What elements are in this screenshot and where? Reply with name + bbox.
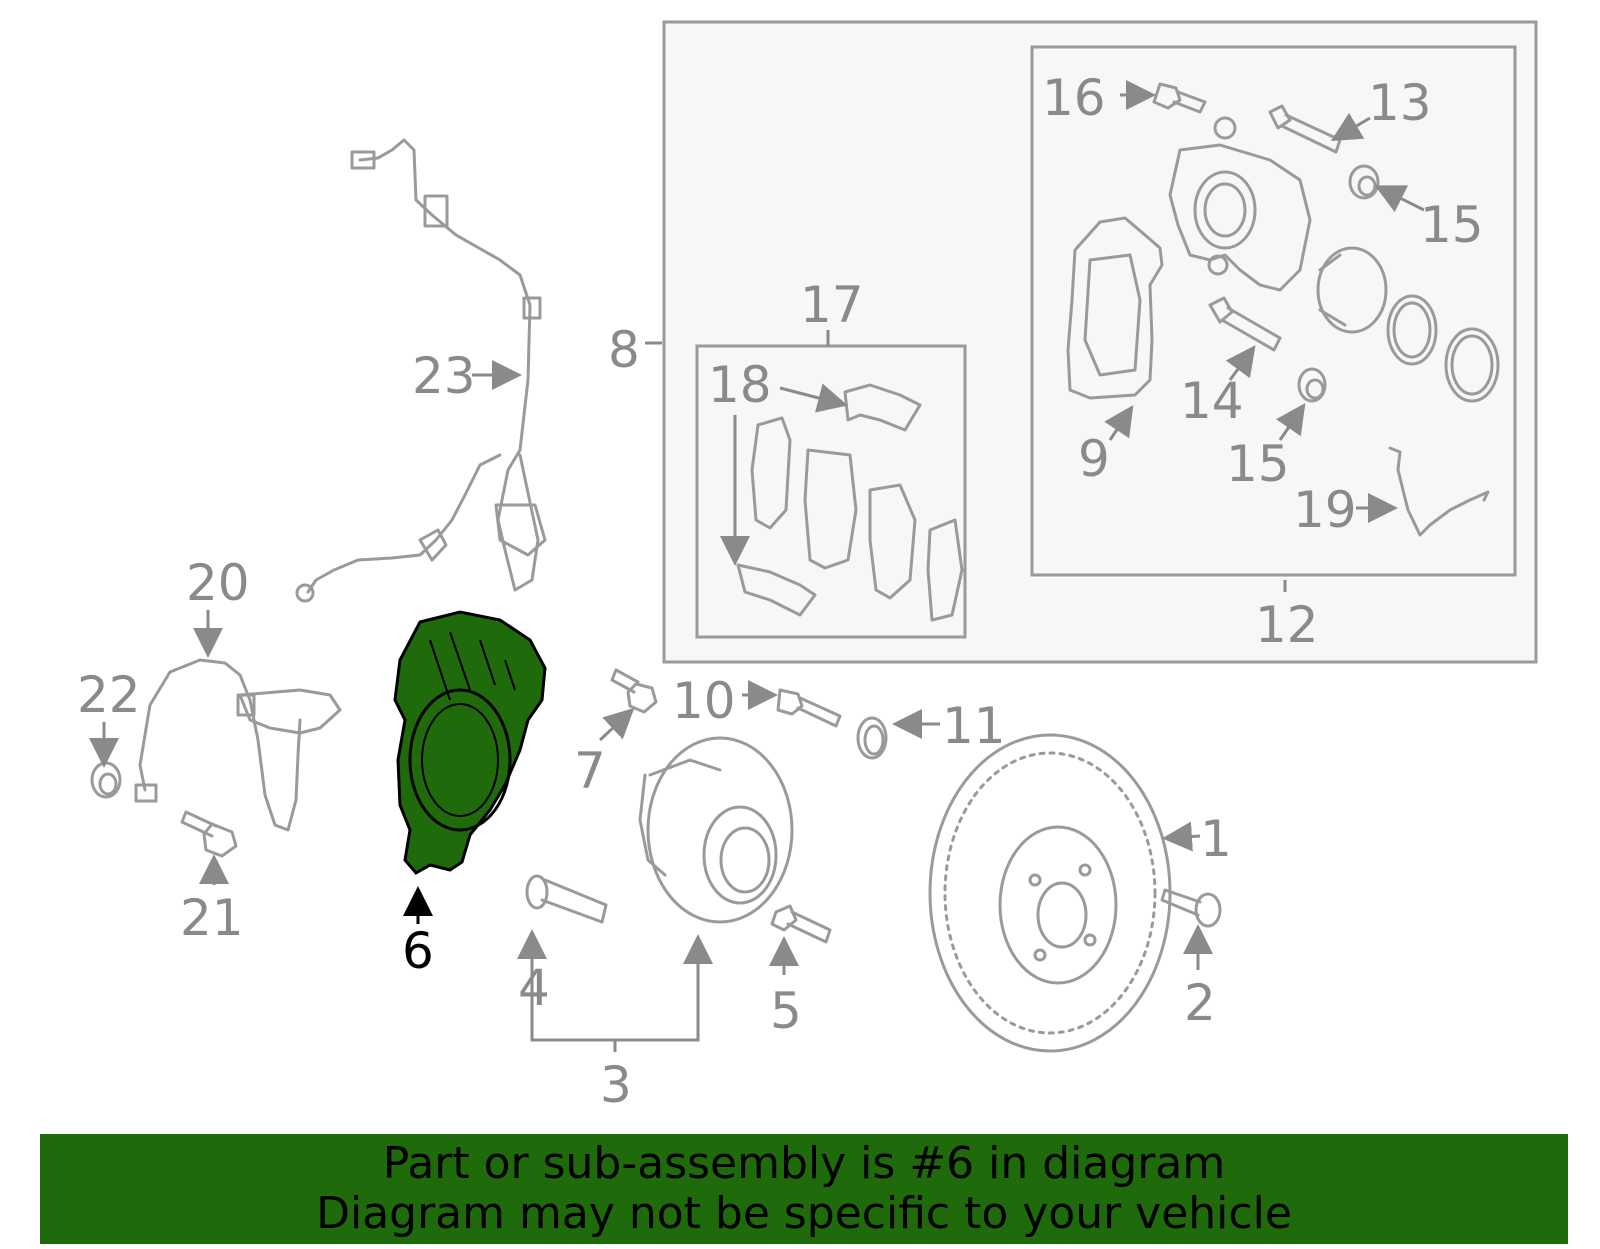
hub-3[interactable] [638, 736, 794, 924]
callout-12: 12 [1255, 596, 1319, 654]
caliper-body-12[interactable] [1168, 116, 1312, 292]
assembly-box-17 [695, 344, 967, 639]
callout-6: 6 [402, 922, 434, 980]
bolt-10[interactable] [776, 688, 842, 728]
caliper-bracket-9[interactable] [1066, 216, 1164, 400]
callout-22: 22 [77, 666, 141, 724]
bolt-4[interactable] [525, 874, 608, 924]
callout-3: 3 [600, 1056, 632, 1114]
nut-22[interactable] [90, 761, 122, 799]
bolt-14[interactable] [1208, 296, 1282, 352]
bolt-5[interactable] [770, 904, 832, 944]
spring-19[interactable] [1388, 446, 1490, 537]
o-ring-11[interactable] [856, 716, 888, 760]
cap-15-bottom[interactable] [1297, 367, 1327, 403]
callout-2: 2 [1184, 974, 1216, 1032]
banner-line-1: Part or sub-assembly is #6 in diagram [382, 1138, 1226, 1189]
callout-16: 16 [1042, 69, 1106, 127]
callout-23: 23 [412, 347, 476, 405]
bolt-7[interactable] [610, 668, 658, 714]
info-banner: Part or sub-assembly is #6 in diagram Di… [40, 1134, 1568, 1244]
caliper-piston[interactable] [1316, 246, 1500, 403]
callout-17: 17 [800, 276, 864, 334]
dust-shield-6[interactable] [393, 610, 547, 875]
brake-rotor-1[interactable] [928, 733, 1172, 1053]
callout-4: 4 [518, 959, 550, 1017]
abs-sensor-wire-23[interactable] [295, 138, 547, 603]
callout-18: 18 [708, 356, 772, 414]
brake-hose-20[interactable] [134, 658, 342, 832]
callout-11: 11 [942, 697, 1006, 755]
callout-21: 21 [180, 889, 244, 947]
banner-line-2: Diagram may not be specific to your vehi… [316, 1188, 1292, 1239]
callout-15-bottom: 15 [1226, 435, 1290, 493]
callout-15-top: 15 [1420, 196, 1484, 254]
callout-19: 19 [1293, 481, 1357, 539]
callout-9: 9 [1078, 430, 1110, 488]
callout-1: 1 [1200, 810, 1232, 868]
callout-7: 7 [574, 742, 606, 800]
callout-20: 20 [186, 554, 250, 612]
callout-10: 10 [672, 672, 736, 730]
bolt-21[interactable] [180, 810, 238, 858]
callout-5: 5 [770, 982, 802, 1040]
leader-lines [89, 80, 1425, 1052]
callout-8: 8 [608, 321, 640, 379]
callout-14: 14 [1180, 372, 1244, 430]
brake-pads-18[interactable] [736, 383, 964, 622]
callout-13: 13 [1368, 74, 1432, 132]
assembly-box-12 [1030, 45, 1517, 577]
